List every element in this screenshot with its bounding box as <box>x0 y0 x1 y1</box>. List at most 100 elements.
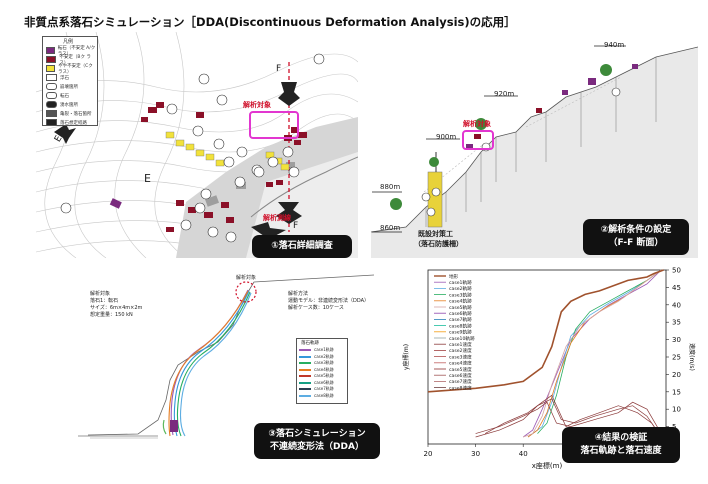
velocity-series-line <box>475 401 662 434</box>
sim-legend-row: case3軌跡 <box>299 360 334 367</box>
chart-legend-label: 地形 <box>449 273 459 280</box>
caption-analysis-conditions: ②解析条件の設定 （F-F 断面） <box>583 219 689 255</box>
panel-simulation: 解析対象 解析対象 落石1：転石 サイズ：6m×4m×2m 想定重量：150 k… <box>78 270 374 468</box>
sim-info-left: 解析対象 落石1：転石 サイズ：6m×4m×2m 想定重量：150 kN <box>90 290 142 318</box>
velocity-series-line <box>484 394 662 438</box>
simulation-diagram <box>78 274 374 439</box>
sim-legend-label: case3軌跡 <box>314 360 334 366</box>
facility-label-line2: （落石防護柵） <box>414 240 463 248</box>
map-letter-f-bottom: F <box>293 221 299 231</box>
sim-legend-label: case8軌跡 <box>314 392 334 398</box>
sim-legend-row: case6軌跡 <box>299 380 334 387</box>
caption-analysis-conditions-line1: ②解析条件の設定 <box>600 225 672 235</box>
sim-info-right-line: 運動モデル：非連続変形法（DDA） <box>288 298 370 304</box>
sim-legend-label: case5軌跡 <box>314 373 334 379</box>
sim-legend-label: case1軌跡 <box>314 347 334 353</box>
elevation-900: 900m <box>436 133 457 141</box>
chart-legend-label: case1速度 <box>449 341 472 348</box>
map-legend-title: 凡例 <box>63 39 74 45</box>
x-tick-label: 40 <box>519 450 528 458</box>
caption-verification: ④結果の検証 落石軌跡と落石速度 <box>562 427 680 463</box>
elevation-880: 880m <box>380 183 401 191</box>
sim-legend-row: case4軌跡 <box>299 367 334 374</box>
panel-verification: 20304050605101520253035404550x座標(m)y座標(m… <box>398 262 702 484</box>
chart-legend-label: case5速度 <box>449 366 472 373</box>
chart-legend-label: case7軌跡 <box>449 316 472 323</box>
y2-tick-label: 50 <box>672 267 681 275</box>
sim-legend-label: case4軌跡 <box>314 366 334 372</box>
y2-axis-label: 速度(m/s) <box>688 343 696 371</box>
map-legend: 凡例 転石（不安定 A/ク ラス） 不安定（Bク ラス） やや不安定（Cク ラス… <box>42 36 98 126</box>
sim-info-right: 解析方法 運動モデル：非連続変形法（DDA） 解析ケース数：10ケース <box>288 290 369 311</box>
panel-survey-map: 凡例 転石（不安定 A/ク ラス） 不安定（Bク ラス） やや不安定（Cク ラス… <box>36 32 358 258</box>
sim-legend-swatch <box>299 388 311 391</box>
chart-legend-label: case7速度 <box>449 378 472 385</box>
elevation-920: 920m <box>494 90 515 98</box>
y2-tick-label: 20 <box>672 371 681 379</box>
sim-legend-label: case2軌跡 <box>314 353 334 359</box>
map-line-label: 解析測線 <box>263 214 291 222</box>
caption-verification-line2: 落石軌跡と落石速度 <box>580 446 662 456</box>
chart-legend-label: case5軌跡 <box>449 304 472 311</box>
sim-legend-row: case8軌跡 <box>299 393 334 400</box>
sim-legend-row: case1軌跡 <box>299 347 334 354</box>
elevation-940: 940m <box>604 41 625 49</box>
sim-info-left-line: 解析対象 <box>90 291 111 297</box>
terrain-line <box>427 269 664 393</box>
chart-legend-label: case2軌跡 <box>449 285 472 292</box>
y2-tick-label: 35 <box>672 319 681 327</box>
sim-legend-swatch <box>299 394 311 397</box>
caption-simulation-line2: 不連続変形法（DDA） <box>270 442 364 452</box>
sim-legend-swatch <box>299 375 311 378</box>
chart-legend-label: case2速度 <box>449 347 472 354</box>
verification-chart: 20304050605101520253035404550x座標(m)y座標(m… <box>402 267 696 471</box>
sim-legend-swatch <box>299 362 311 365</box>
map-target-label: 解析対象 <box>243 101 271 109</box>
chart-legend-label: case6軌跡 <box>449 310 472 317</box>
caption-survey: ①落石詳細調査 <box>252 235 352 258</box>
x-tick-label: 20 <box>424 450 433 458</box>
chart-legend-label: case9軌跡 <box>449 329 472 336</box>
page-title: 非質点系落石シミュレーション［DDA(Discontinuous Deforma… <box>24 15 516 29</box>
chart-legend-label: case4軌跡 <box>449 298 472 305</box>
y2-tick-label: 30 <box>672 336 681 344</box>
map-legend-row: 転石（不安定 A/ク ラス） <box>44 46 97 57</box>
sim-legend-title: 落石軌跡 <box>301 341 319 346</box>
trajectory-series-line <box>537 269 662 434</box>
sim-legend-swatch <box>299 355 311 358</box>
trajectory-series-line <box>523 269 662 438</box>
facility-label-line1: 既設対策工 <box>418 230 453 238</box>
elevation-860: 860m <box>380 224 401 232</box>
sim-legend-row: case7軌跡 <box>299 386 334 393</box>
chart-legend-label: case4速度 <box>449 360 472 367</box>
map-legend-row: 不安定（Bク ラス） <box>44 55 97 66</box>
map-legend-row: 亀裂・落石箇所 <box>44 109 97 118</box>
section-target-box <box>462 130 494 150</box>
caption-verification-line1: ④結果の検証 <box>594 433 648 443</box>
y2-tick-label: 10 <box>672 406 681 414</box>
map-legend-row: 崩壊箇所 <box>44 82 97 91</box>
chart-legend-label: case8速度 <box>449 384 472 391</box>
caption-analysis-conditions-line2: （F-F 断面） <box>608 238 664 248</box>
sim-legend-row: case2軌跡 <box>299 354 334 361</box>
map-letter-f-top: F <box>276 64 282 74</box>
x-tick-label: 30 <box>471 450 480 458</box>
sim-legend-row: case5軌跡 <box>299 373 334 380</box>
map-legend-row: 転石 <box>44 91 97 100</box>
chart-legend-label: case10軌跡 <box>449 335 475 342</box>
chart-legend-label: case1軌跡 <box>449 279 472 286</box>
map-legend-row: やや不安定（Cク ラス） <box>44 64 97 75</box>
velocity-series-line <box>475 398 662 438</box>
sim-target-label: 解析対象 <box>236 275 257 281</box>
sim-legend-swatch <box>299 349 311 352</box>
y-axis-label: y座標(m) <box>402 344 410 370</box>
section-target-label: 解析対象 <box>463 120 491 128</box>
chart-legend-label: case8軌跡 <box>449 322 472 329</box>
chart-legend-label: case3速度 <box>449 353 472 360</box>
map-legend-row: 落石想定経路 <box>44 118 97 127</box>
map-legend-row: 浮石 <box>44 73 97 82</box>
sim-info-right-line: 解析ケース数：10ケース <box>288 305 344 311</box>
map-target-box <box>249 111 299 139</box>
